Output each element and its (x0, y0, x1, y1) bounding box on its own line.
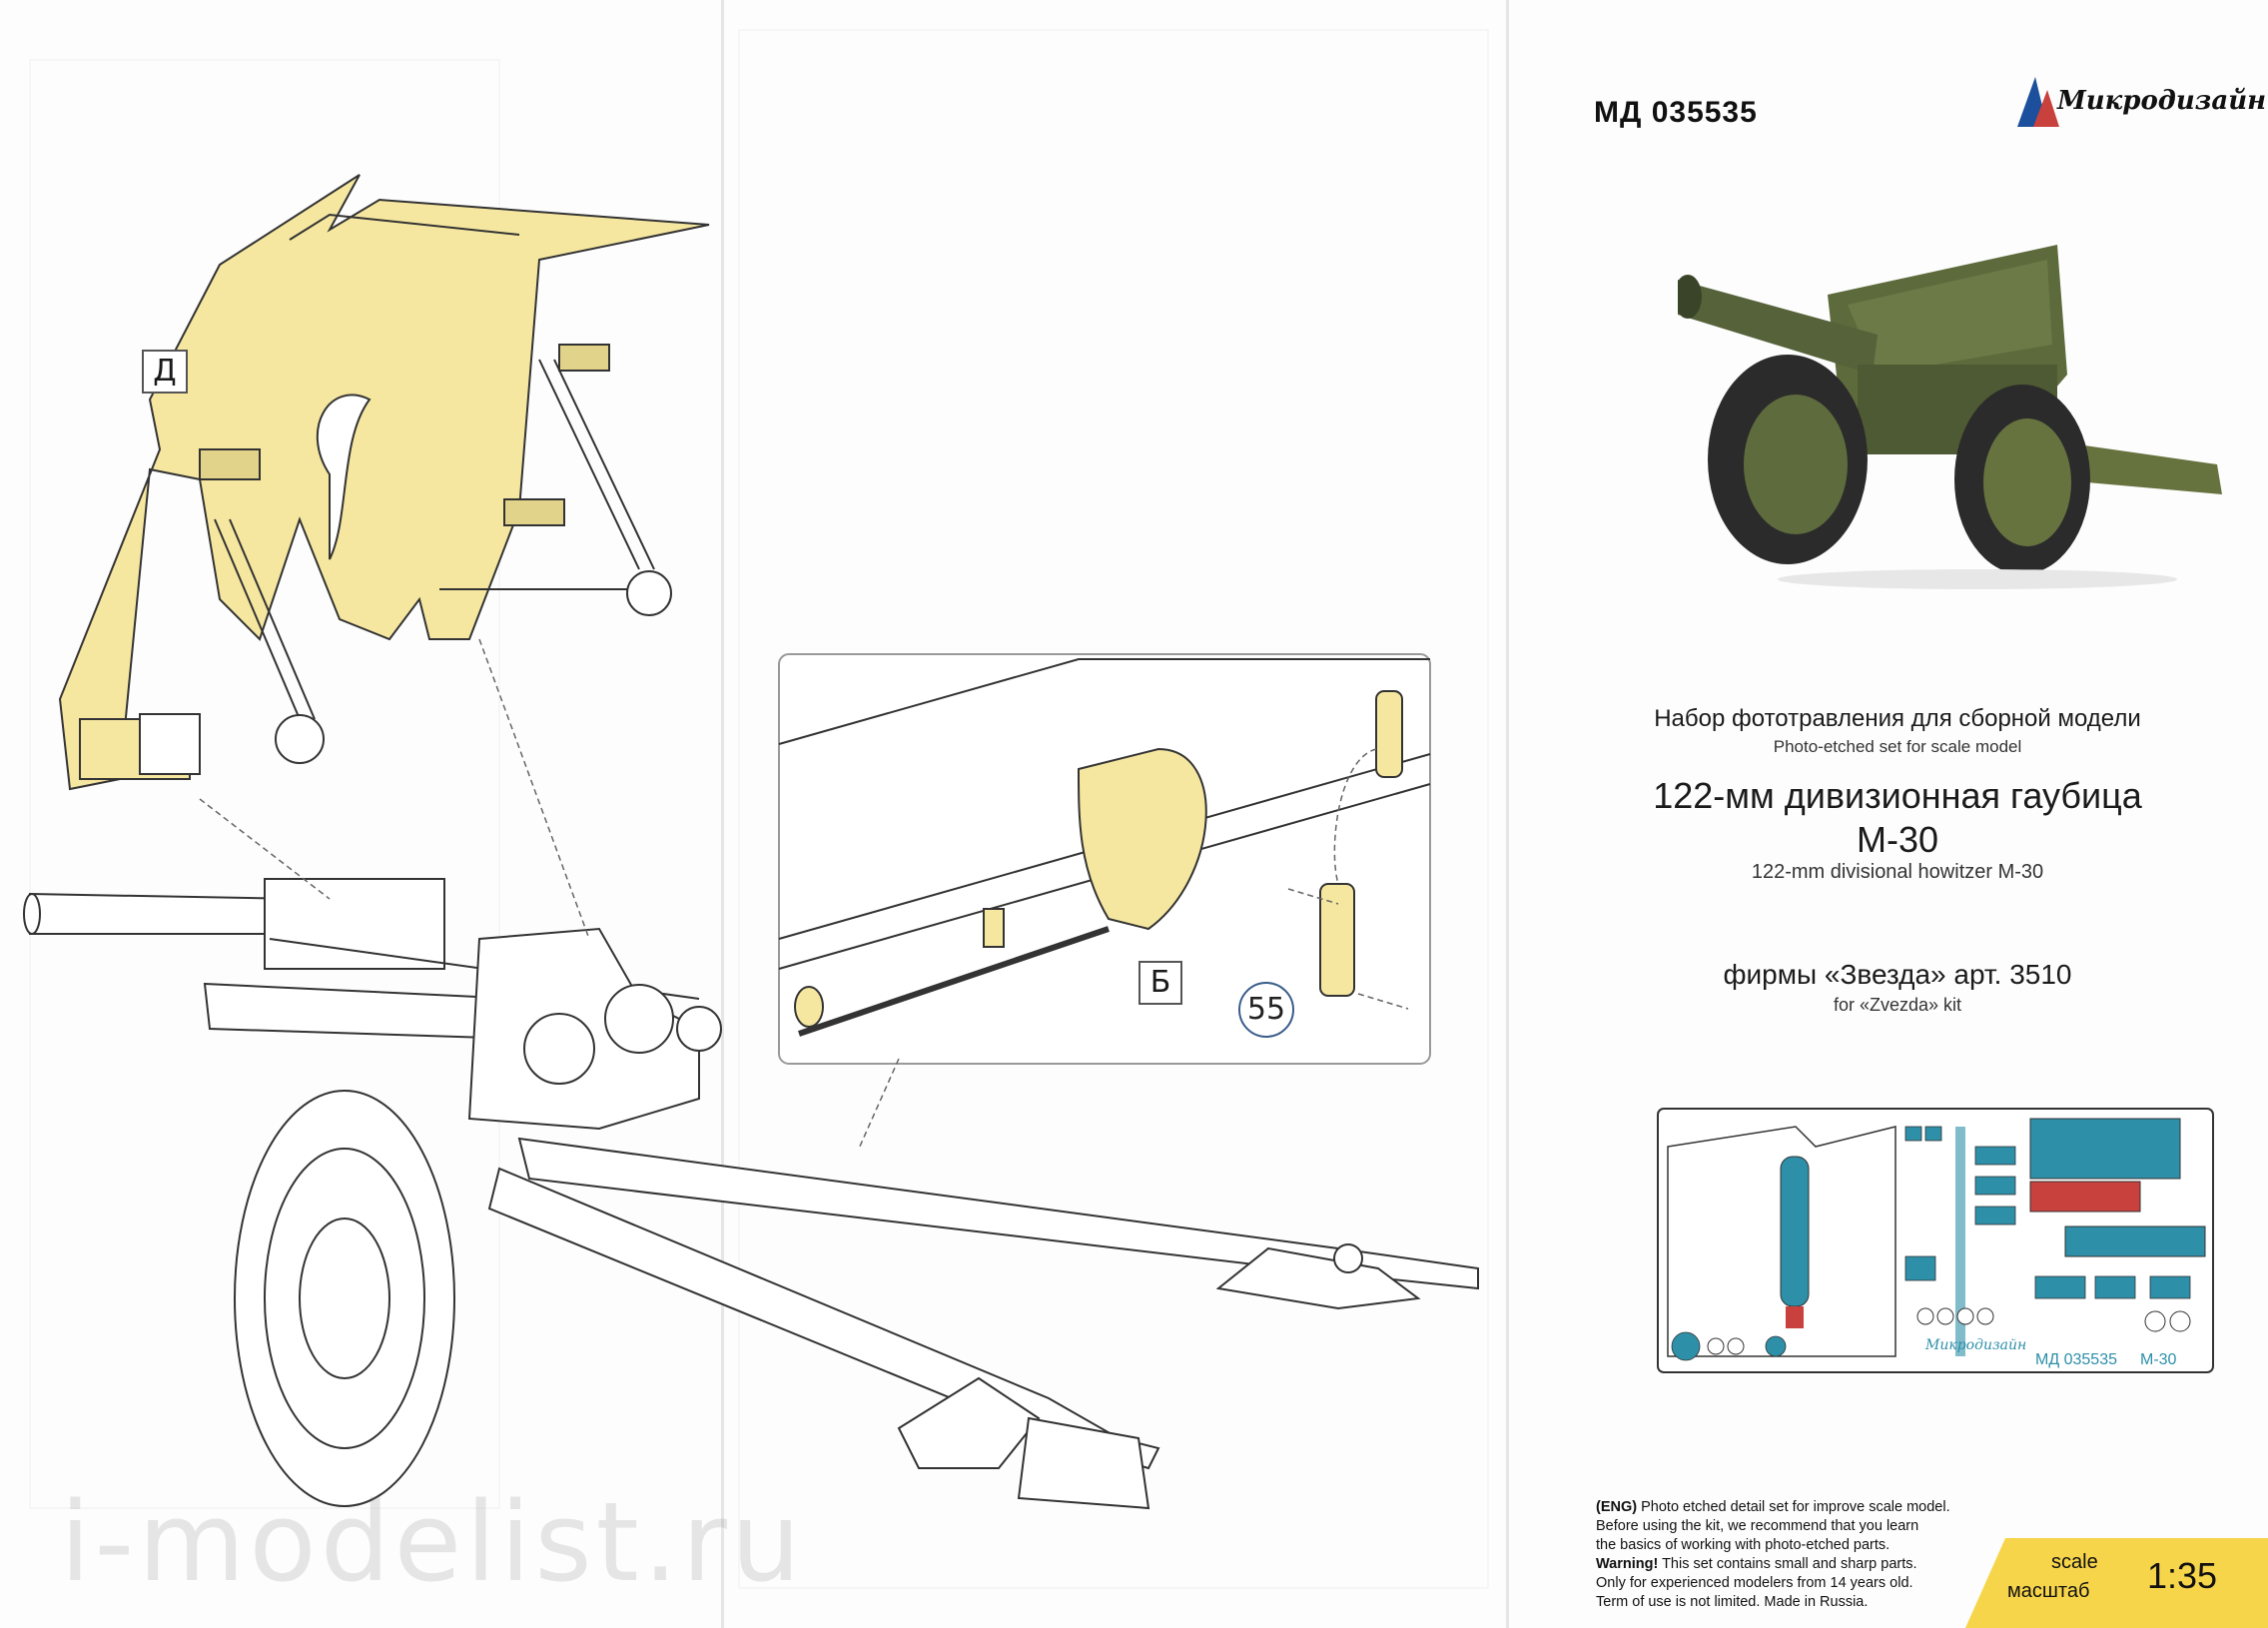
brand-logo (2017, 77, 2059, 127)
fold-line-1 (721, 0, 724, 1628)
set-title-ru: Набор фототравления для сборной модели (1654, 705, 2141, 732)
site-watermark: i-modelist.ru (60, 1478, 805, 1606)
scale-label-en: scale (2051, 1551, 2098, 1573)
notes-warning-tag: Warning! (1596, 1556, 1659, 1572)
set-title-en: Photo-etched set for scale model (1773, 737, 2022, 756)
notes-line-4: This set contains small and sharp parts. (1658, 1556, 1917, 1572)
shield-part-d (58, 174, 710, 791)
model-title-ru: 122-мм дивизионная гаубица (1653, 775, 2142, 816)
scale-badge (1965, 1538, 2268, 1628)
kit-ref-en: for «Zvezda» kit (1833, 995, 1962, 1015)
fret-brand: Микродизайн (1924, 1337, 2026, 1353)
scale-value: 1:35 (2147, 1555, 2218, 1596)
notes-line-2: Before using the kit, we recommend that … (1596, 1518, 1919, 1534)
photo-etch-fret: Микродизайн МД 035535 М-30 (1657, 1108, 2214, 1373)
scale-label-ru: масштаб (2007, 1580, 2090, 1602)
usage-notes: (ENG) Photo etched detail set for improv… (1596, 1498, 2035, 1612)
detail-inset (778, 653, 1431, 1065)
notes-line-1: Photo etched detail set for improve scal… (1637, 1499, 1950, 1515)
assembly-drawing (23, 29, 1489, 1589)
product-code: МД 035535 (1594, 96, 1758, 129)
kit-ref-ru: фирмы «Звезда» арт. 3510 (1723, 959, 2072, 990)
part-label-b: Б (1138, 961, 1182, 1005)
part-label-d: Д (142, 350, 188, 394)
notes-line-5: Only for experienced modelers from 14 ye… (1596, 1575, 1913, 1591)
fret-code: МД 035535 (2035, 1351, 2117, 1368)
fret-model: М-30 (2140, 1351, 2177, 1368)
model-title-en: 122-mm divisional howitzer M-30 (1751, 861, 2044, 883)
notes-line-3: the basics of working with photo-etched … (1596, 1537, 1890, 1553)
fold-line-2 (1506, 0, 1509, 1628)
notes-line-6: Term of use is not limited. Made in Russ… (1596, 1594, 1869, 1610)
model-title-ru-line2: М-30 (1856, 819, 1939, 860)
howitzer-drawing (23, 878, 1479, 1510)
part-number-55: 55 (1238, 982, 1294, 1038)
brand-name: Микродизайн (2057, 86, 2267, 116)
notes-eng-tag: (ENG) (1596, 1499, 1638, 1515)
howitzer-photo (1678, 245, 2222, 589)
